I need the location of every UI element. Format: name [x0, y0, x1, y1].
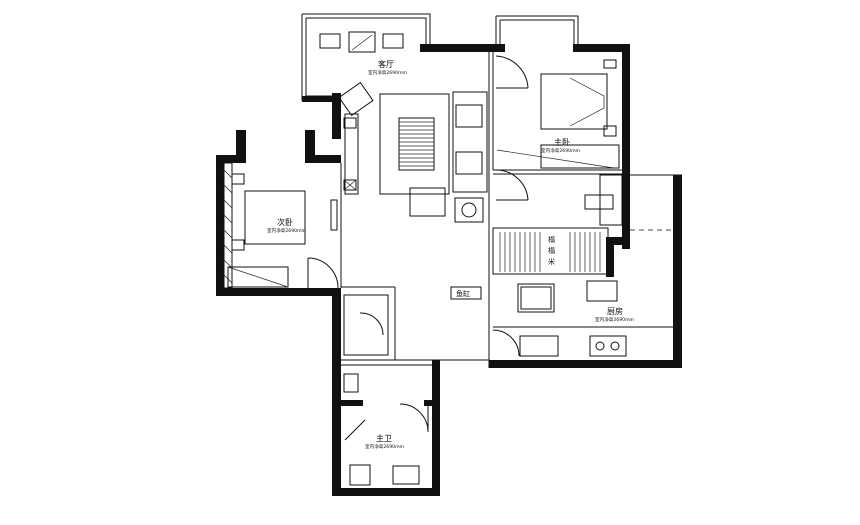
height-note: 室内净高2690mm: [267, 227, 307, 234]
room-name: 主卧: [554, 137, 570, 147]
height-note: 室内净高2690mm: [365, 443, 405, 450]
tatami-char-1: 榻: [548, 235, 555, 244]
fish-tank-label: 鱼缸: [456, 289, 470, 298]
master-bedroom-label: 主卧 室内净高2690mm: [541, 137, 581, 154]
height-note: 室内净高2690mm: [541, 147, 581, 154]
second-furniture: [223, 162, 339, 289]
tatami-cabinet: [492, 227, 609, 275]
height-note: 室内净高2690mm: [595, 316, 635, 323]
master-furniture: [495, 55, 623, 226]
bathroom-fixtures: [341, 294, 440, 486]
living-furniture: [338, 81, 488, 300]
master-bathroom-label: 主卫 室内净高2690mm: [365, 433, 405, 450]
kitchen-label: 厨房 室内净高2690mm: [595, 306, 635, 323]
second-bedroom-label: 次卧 室内净高2690mm: [267, 217, 307, 234]
room-name: 主卫: [376, 433, 392, 443]
tatami-char-3: 米: [548, 257, 555, 266]
kitchen-fixtures: [492, 280, 673, 357]
living-room-label: 客厅 室内净高2690mm: [368, 59, 408, 76]
living-balcony: [301, 13, 431, 101]
room-name: 厨房: [607, 306, 623, 316]
partitions: [340, 52, 682, 368]
height-note: 室内净高2690mm: [368, 69, 408, 76]
tatami-char-2: 榻: [548, 246, 555, 255]
walls: [216, 44, 682, 496]
master-balcony: [495, 15, 579, 46]
room-name: 次卧: [277, 217, 293, 227]
room-name: 客厅: [378, 59, 394, 69]
